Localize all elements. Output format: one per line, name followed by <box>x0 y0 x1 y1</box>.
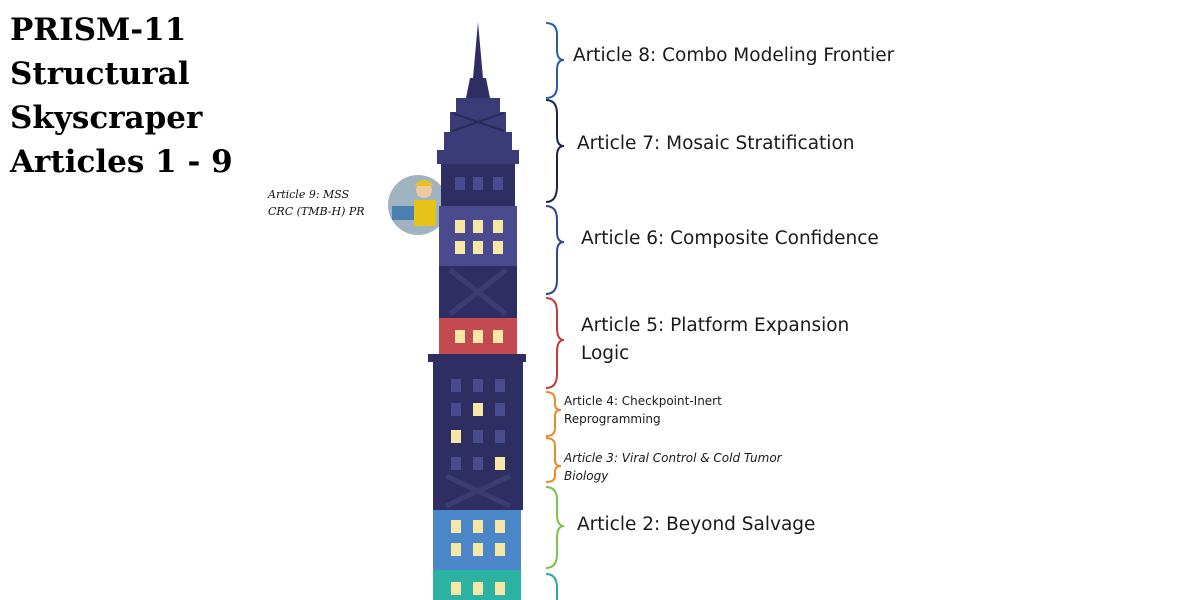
tower-window <box>473 457 483 470</box>
tower-window <box>473 330 483 343</box>
tower-window <box>493 330 503 343</box>
tower-window <box>493 241 503 254</box>
tower-cornice-top <box>437 150 519 164</box>
tower-window <box>495 379 505 392</box>
title-line-1: PRISM-11 <box>10 12 187 48</box>
label-article-9: Article 9: MSS CRC (TMB-H) PR <box>268 186 365 220</box>
tower-window <box>473 582 483 595</box>
tower-window <box>493 177 503 190</box>
tower-window <box>455 330 465 343</box>
bracket-a8 <box>545 22 565 99</box>
label-article-4: Article 4: Checkpoint-Inert Reprogrammin… <box>564 394 722 426</box>
tower-window <box>451 403 461 416</box>
label-article-5: Article 5: Platform Expansion Logic <box>581 315 850 364</box>
bracket-a3 <box>545 437 562 483</box>
tower-crown <box>466 78 490 98</box>
label-article-2: Article 2: Beyond Salvage <box>577 514 816 535</box>
title-line-4: Articles 1 - 9 <box>10 144 233 180</box>
label-article-6: Article 6: Composite Confidence <box>581 228 879 249</box>
tower-window <box>455 220 465 233</box>
tower-window <box>493 220 503 233</box>
bracket-a6 <box>545 205 565 295</box>
tower-window <box>473 177 483 190</box>
bracket-a2 <box>545 486 565 569</box>
tower-windows <box>451 177 505 595</box>
tower-window <box>473 241 483 254</box>
label-article-8: Article 8: Combo Modeling Frontier <box>573 45 895 66</box>
label-article-3: Article 3: Viral Control & Cold Tumor Bi… <box>564 451 782 483</box>
tower-window <box>451 430 461 443</box>
tower-window <box>451 543 461 556</box>
tower-window <box>473 543 483 556</box>
tower-window <box>473 520 483 533</box>
bracket-a1 <box>545 573 558 600</box>
tower-window <box>451 379 461 392</box>
tower-window <box>495 543 505 556</box>
tower-top-tier-3 <box>444 132 512 150</box>
title-line-3: Skyscraper <box>10 100 203 136</box>
tower-window <box>455 241 465 254</box>
tower-window <box>455 177 465 190</box>
tower-window <box>495 582 505 595</box>
tower-spire <box>473 22 483 78</box>
tower-section-a6 <box>439 206 517 266</box>
label-article-9-line-1: Article 9: MSS <box>268 188 350 201</box>
tower-top-tier-1 <box>456 98 500 112</box>
tower-ledge <box>428 354 526 362</box>
tower-window <box>495 403 505 416</box>
bracket-a5 <box>545 297 565 389</box>
bracket-a7 <box>545 99 565 203</box>
tower-window <box>473 220 483 233</box>
worker-avatar-icon <box>388 175 448 235</box>
tower-window <box>451 520 461 533</box>
title-line-2: Structural <box>10 56 190 92</box>
tower-window <box>473 430 483 443</box>
tower-window <box>495 520 505 533</box>
tower-window <box>495 430 505 443</box>
tower-window <box>451 457 461 470</box>
tower-window <box>495 457 505 470</box>
bracket-a4 <box>545 391 562 437</box>
page-title: PRISM-11 Structural Skyscraper Articles … <box>10 8 233 184</box>
tower-window <box>473 379 483 392</box>
label-article-9-line-2: CRC (TMB-H) PR <box>268 205 365 218</box>
tower-window <box>451 582 461 595</box>
tower-window <box>473 403 483 416</box>
label-article-7: Article 7: Mosaic Stratification <box>577 133 855 154</box>
tower-section-a2 <box>433 510 521 570</box>
